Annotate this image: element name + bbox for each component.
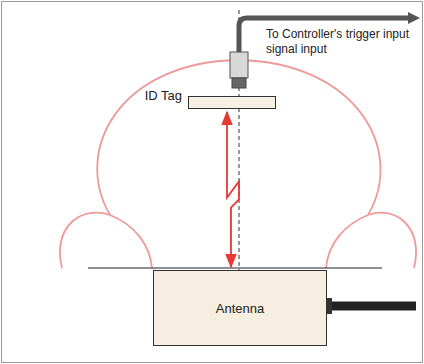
- tag-plate: [188, 96, 276, 109]
- mounting-surface: [88, 267, 382, 268]
- antenna-box: Antenna: [153, 270, 327, 346]
- radio-link: [227, 112, 239, 267]
- signal-label: To Controller's trigger input signal inp…: [266, 27, 418, 57]
- tag-label: ID Tag: [145, 88, 182, 103]
- sensor-head: [232, 78, 246, 88]
- field-outline: [60, 60, 416, 268]
- antenna-label: Antenna: [216, 301, 264, 316]
- cable-arrowhead: [408, 12, 420, 24]
- antenna-cable: [326, 302, 416, 311]
- sensor-body: [230, 52, 248, 78]
- id-tag: ID Tag: [110, 88, 276, 112]
